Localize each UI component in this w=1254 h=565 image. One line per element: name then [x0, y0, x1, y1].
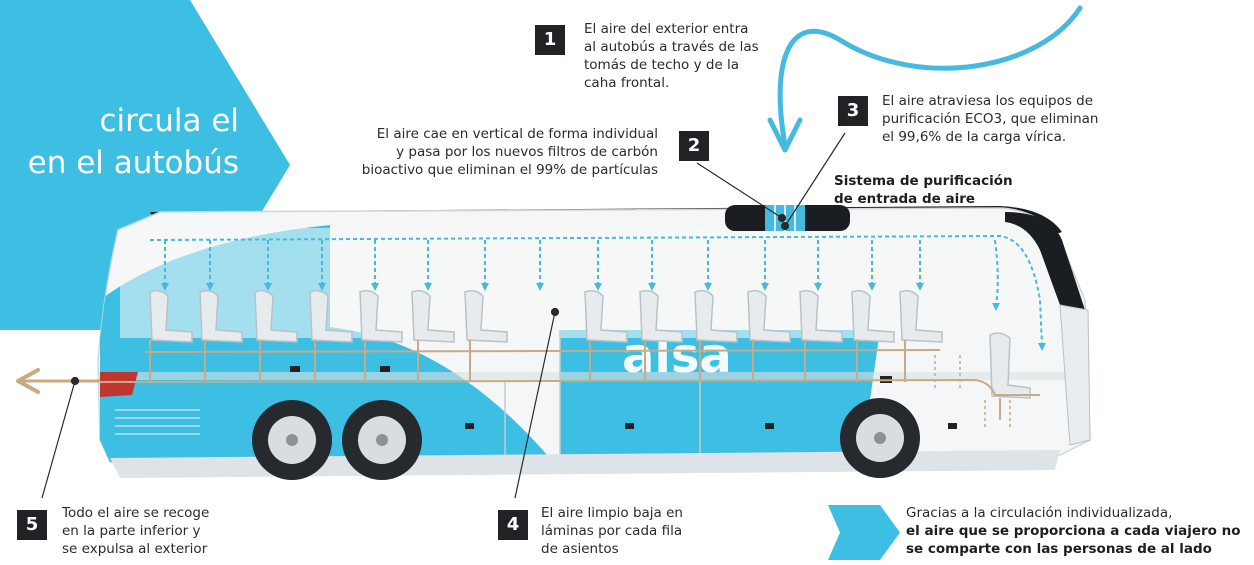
- step-5-badge: 5: [17, 510, 47, 540]
- wheel-rear-2: [342, 400, 422, 480]
- airflow-arrow-icon: [767, 5, 1083, 153]
- footnote-arrow-icon: [828, 505, 900, 560]
- step-2-line: bioactivo que eliminan el 99% de partícu…: [361, 162, 658, 178]
- leader-lines: [41, 132, 846, 499]
- wheel-rear-1: [252, 400, 332, 480]
- page-title: circula el en el autobús: [0, 100, 239, 184]
- step-5-line: Todo el aire se recoge: [62, 505, 210, 521]
- step-4-badge: 4: [498, 510, 528, 540]
- exhaust-ducts: [99, 340, 1040, 420]
- step-3-line: El aire atraviesa los equipos de: [882, 93, 1094, 109]
- exhaust-arrow-icon: [16, 368, 40, 394]
- footnote: Gracias a la circulación individualizada…: [906, 504, 1241, 558]
- step-4-line: El aire limpio baja en: [541, 505, 683, 521]
- step-5-description: Todo el aire se recoge en la parte infer…: [62, 504, 209, 558]
- footnote-line: Gracias a la circulación individualizada…: [906, 505, 1173, 521]
- step-3-description: El aire atraviesa los equipos de purific…: [882, 92, 1098, 146]
- purification-label-line: Sistema de purificación: [834, 173, 1013, 189]
- step-1-line: al autobús a través de las: [584, 39, 759, 55]
- seat-rows: [149, 289, 1031, 399]
- footnote-line-bold: el aire que se proporciona a cada viajer…: [906, 523, 1241, 539]
- step-1-line: caha frontal.: [584, 75, 670, 91]
- page-title-line-1: circula el: [99, 103, 239, 139]
- airflow-rows: [164, 239, 999, 306]
- purification-label-line: de entrada de aire: [834, 191, 976, 207]
- step-2-line: y pasa por los nuevos filtros de carbón: [396, 144, 658, 160]
- step-2-badge: 2: [679, 131, 709, 161]
- step-1-badge: 1: [535, 25, 565, 55]
- step-4-description: El aire limpio baja en láminas por cada …: [541, 504, 683, 558]
- step-1-line: El aire del exterior entra: [584, 21, 749, 37]
- step-2-line: El aire cae en vertical de forma individ…: [376, 126, 658, 142]
- purification-system-label: Sistema de purificación de entrada de ai…: [834, 172, 1013, 208]
- step-3-line: el 99,6% de la carga vírica.: [882, 129, 1067, 145]
- step-1-line: tomás de techo y de la: [584, 57, 740, 73]
- step-4-line: de asientos: [541, 541, 619, 557]
- step-4-line: láminas por cada fila: [541, 523, 683, 539]
- step-3-line: purificación ECO3, que eliminan: [882, 111, 1099, 127]
- step-3-badge: 3: [838, 96, 868, 126]
- footnote-line-bold: se comparte con las personas de al lado: [906, 541, 1212, 557]
- page-title-line-2: en el autobús: [27, 145, 239, 181]
- step-5-line: en la parte inferior y: [62, 523, 201, 539]
- step-5-line: se expulsa al exterior: [62, 541, 208, 557]
- step-1-description: El aire del exterior entra al autobús a …: [584, 20, 759, 92]
- step-2-description: El aire cae en vertical de forma individ…: [300, 125, 658, 179]
- wheel-front: [840, 398, 920, 478]
